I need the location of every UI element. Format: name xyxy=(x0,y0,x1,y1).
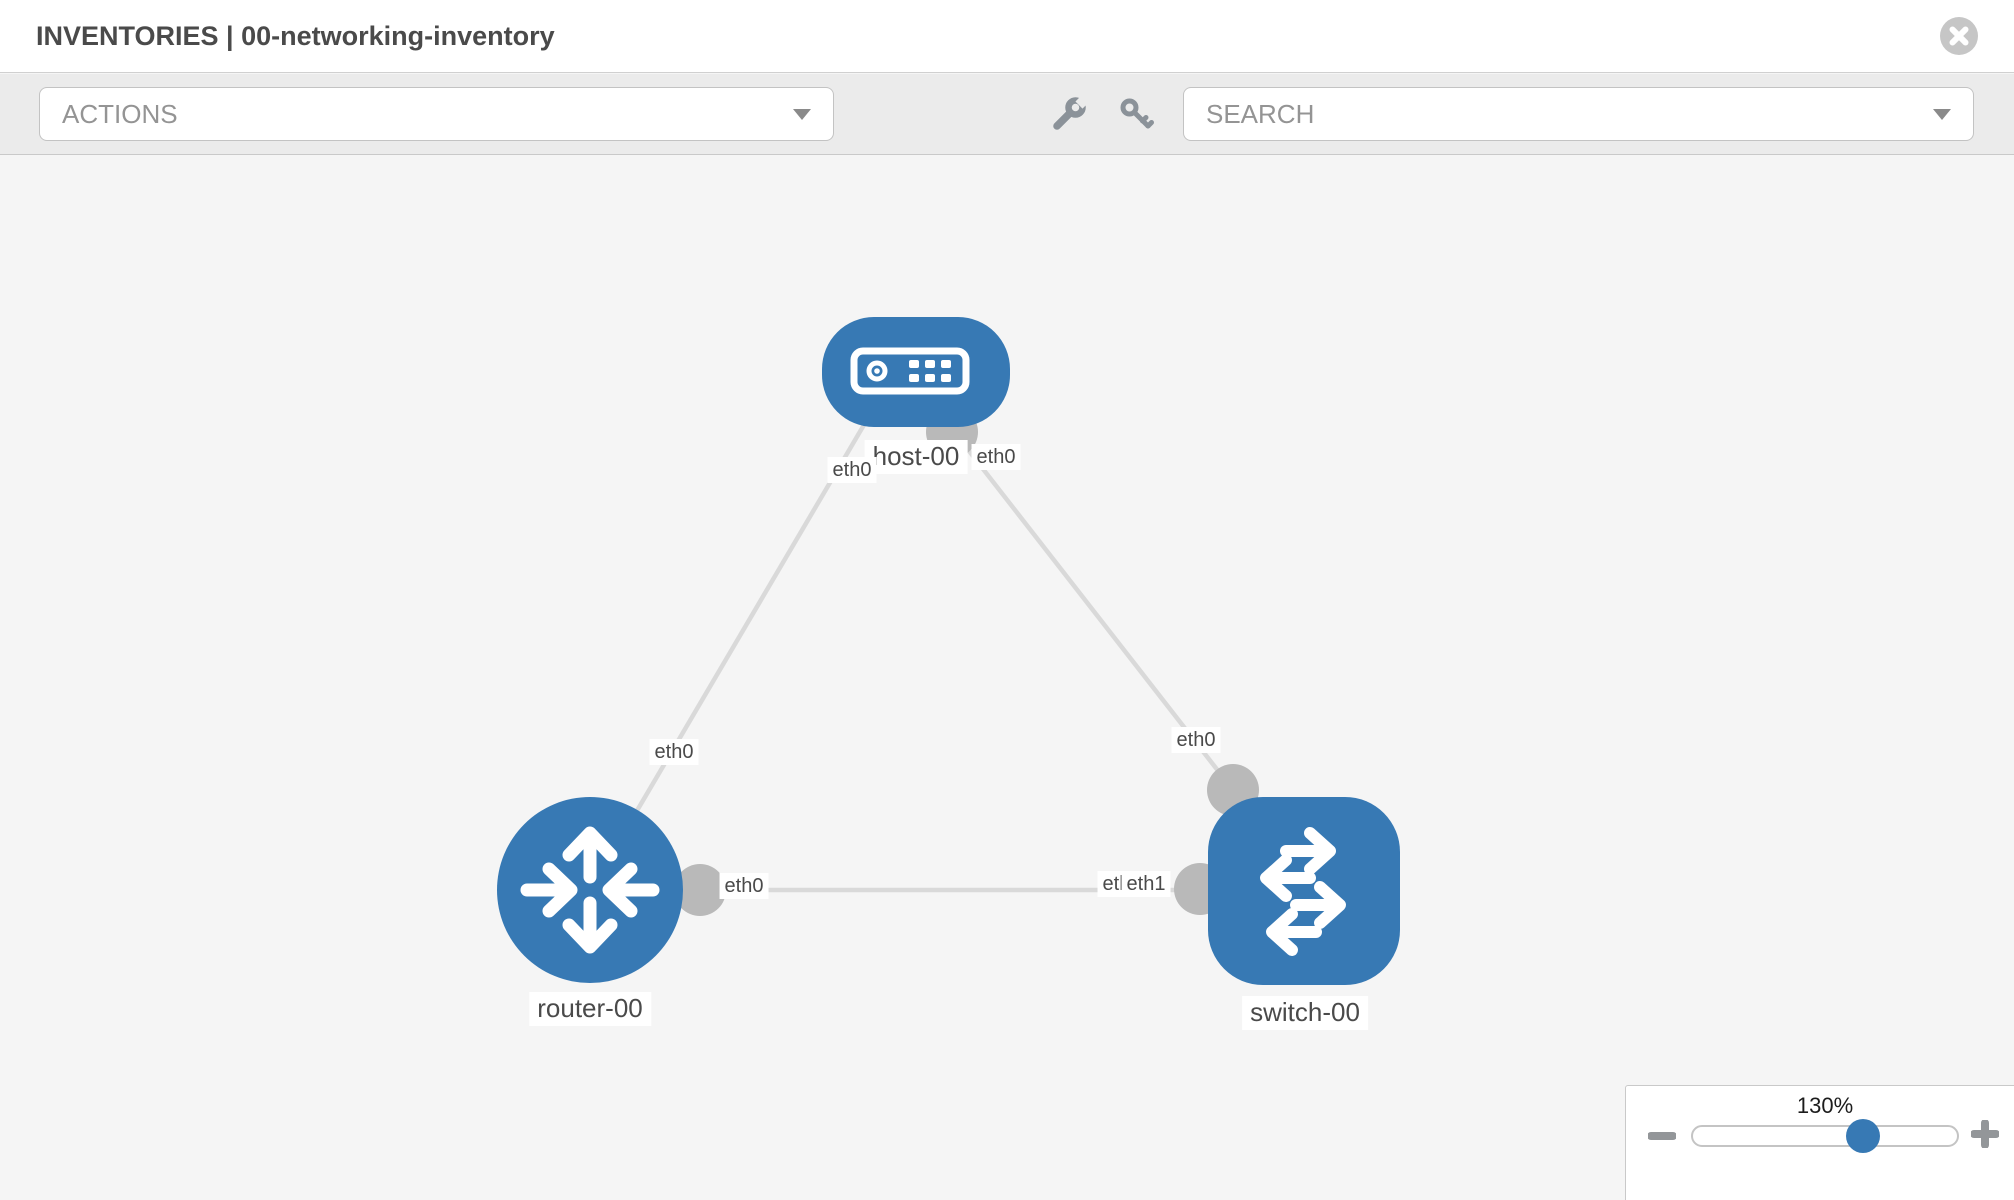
wrench-icon xyxy=(1053,94,1090,130)
node-label-switch: switch-00 xyxy=(1242,996,1368,1030)
iface-label-host-to-switch: eth0 xyxy=(971,444,1021,470)
zoom-out-button[interactable] xyxy=(1647,1122,1677,1150)
page-title: INVENTORIES | 00-networking-inventory xyxy=(36,20,555,51)
credentials-button[interactable] xyxy=(1116,95,1156,135)
zoom-slider-thumb[interactable] xyxy=(1846,1119,1880,1153)
iface-label-host-to-router: eth0 xyxy=(827,457,877,483)
actions-dropdown-label: ACTIONS xyxy=(62,98,178,129)
topology-links-layer xyxy=(626,406,1259,916)
chevron-down-icon xyxy=(1933,108,1951,120)
node-switch-00[interactable] xyxy=(1208,797,1400,985)
toolbar: ACTIONS SEARCH xyxy=(0,74,2014,155)
search-dropdown[interactable]: SEARCH xyxy=(1183,87,1974,141)
iface-label-router-to-switch: eth0 xyxy=(719,873,769,899)
plus-icon xyxy=(1970,1119,2000,1149)
close-button[interactable] xyxy=(1940,17,1978,55)
node-router-00[interactable] xyxy=(497,797,683,983)
iface-label-switch-to-router: eth1 xyxy=(1121,871,1171,897)
key-icon xyxy=(1120,98,1154,129)
configure-button[interactable] xyxy=(1048,94,1090,135)
zoom-control-panel: 130% xyxy=(1625,1085,2014,1200)
minus-icon xyxy=(1647,1132,1677,1140)
host-device-icon xyxy=(850,347,970,395)
port-router-right xyxy=(674,864,726,916)
iface-label-switch-to-host: eth0 xyxy=(1171,727,1221,753)
zoom-level-value: 130% xyxy=(1796,1093,1854,1118)
node-label-host: host-00 xyxy=(864,440,968,474)
topology-canvas[interactable]: host-00 router-00 switch-00 eth0 eth0 et… xyxy=(0,156,2014,1200)
node-label-router: router-00 xyxy=(529,992,651,1026)
router-icon xyxy=(520,826,660,954)
switch-icon xyxy=(1260,827,1346,956)
chevron-down-icon xyxy=(793,108,811,120)
actions-dropdown[interactable]: ACTIONS xyxy=(39,87,834,141)
search-dropdown-label: SEARCH xyxy=(1206,98,1315,129)
zoom-in-button[interactable] xyxy=(1970,1119,2000,1149)
node-host-00[interactable] xyxy=(822,317,1010,427)
close-icon xyxy=(1949,26,1969,46)
zoom-slider-track[interactable] xyxy=(1691,1125,1959,1147)
iface-label-router-to-host: eth0 xyxy=(649,739,699,765)
header: INVENTORIES | 00-networking-inventory xyxy=(0,0,2014,73)
